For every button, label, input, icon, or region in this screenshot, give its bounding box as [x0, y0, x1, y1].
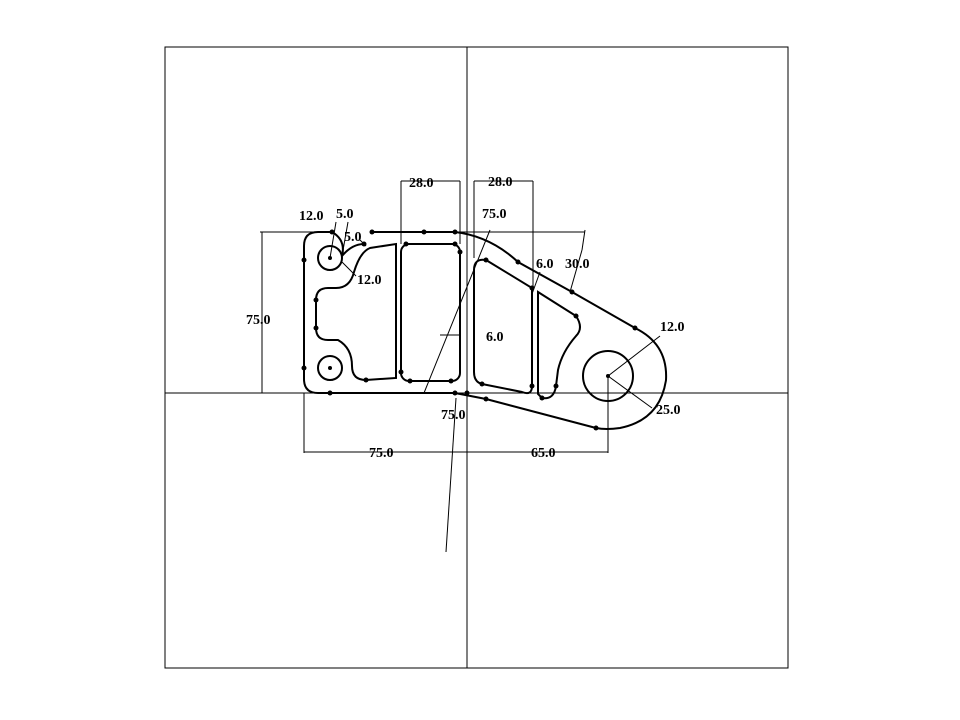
lower-left-boss[interactable] [317, 355, 343, 381]
sketch-frame [164, 46, 789, 669]
dim-slot-width[interactable]: 6.0 [486, 330, 504, 345]
dim-overall-height[interactable]: 75.0 [246, 313, 271, 328]
dim-upper-boss-fillet[interactable]: 5.0 [336, 207, 354, 222]
lower-left-boss-center [328, 366, 332, 370]
dimension-lines [260, 180, 661, 553]
dim-inner-fillet[interactable]: 5.0 [344, 230, 362, 245]
dim-diagonal-radius[interactable]: 75.0 [482, 207, 507, 222]
dim-top-right-slot-width[interactable]: 28.0 [488, 175, 513, 190]
dim-top-left-slot-width[interactable]: 28.0 [409, 176, 434, 191]
dim-top-right-radius[interactable]: 30.0 [565, 257, 590, 272]
dim-right-boss-radius[interactable]: 25.0 [656, 403, 681, 418]
right-slot[interactable] [537, 290, 581, 400]
upper-left-boss[interactable] [317, 245, 343, 271]
sketch-vertices [301, 229, 638, 431]
middle-pocket[interactable] [400, 243, 461, 382]
dim-bottom-right-width[interactable]: 65.0 [531, 446, 556, 461]
left-pocket[interactable] [315, 242, 397, 382]
right-pocket[interactable] [473, 258, 533, 395]
dim-bottom-radius[interactable]: 75.0 [441, 408, 466, 423]
dim-slot-offset[interactable]: 6.0 [536, 257, 554, 272]
dim-notch-radius[interactable]: 12.0 [357, 273, 382, 288]
dim-upper-boss-diameter[interactable]: 12.0 [299, 209, 324, 224]
dim-right-boss-diameter[interactable]: 12.0 [660, 320, 685, 335]
dim-bottom-left-width[interactable]: 75.0 [369, 446, 394, 461]
